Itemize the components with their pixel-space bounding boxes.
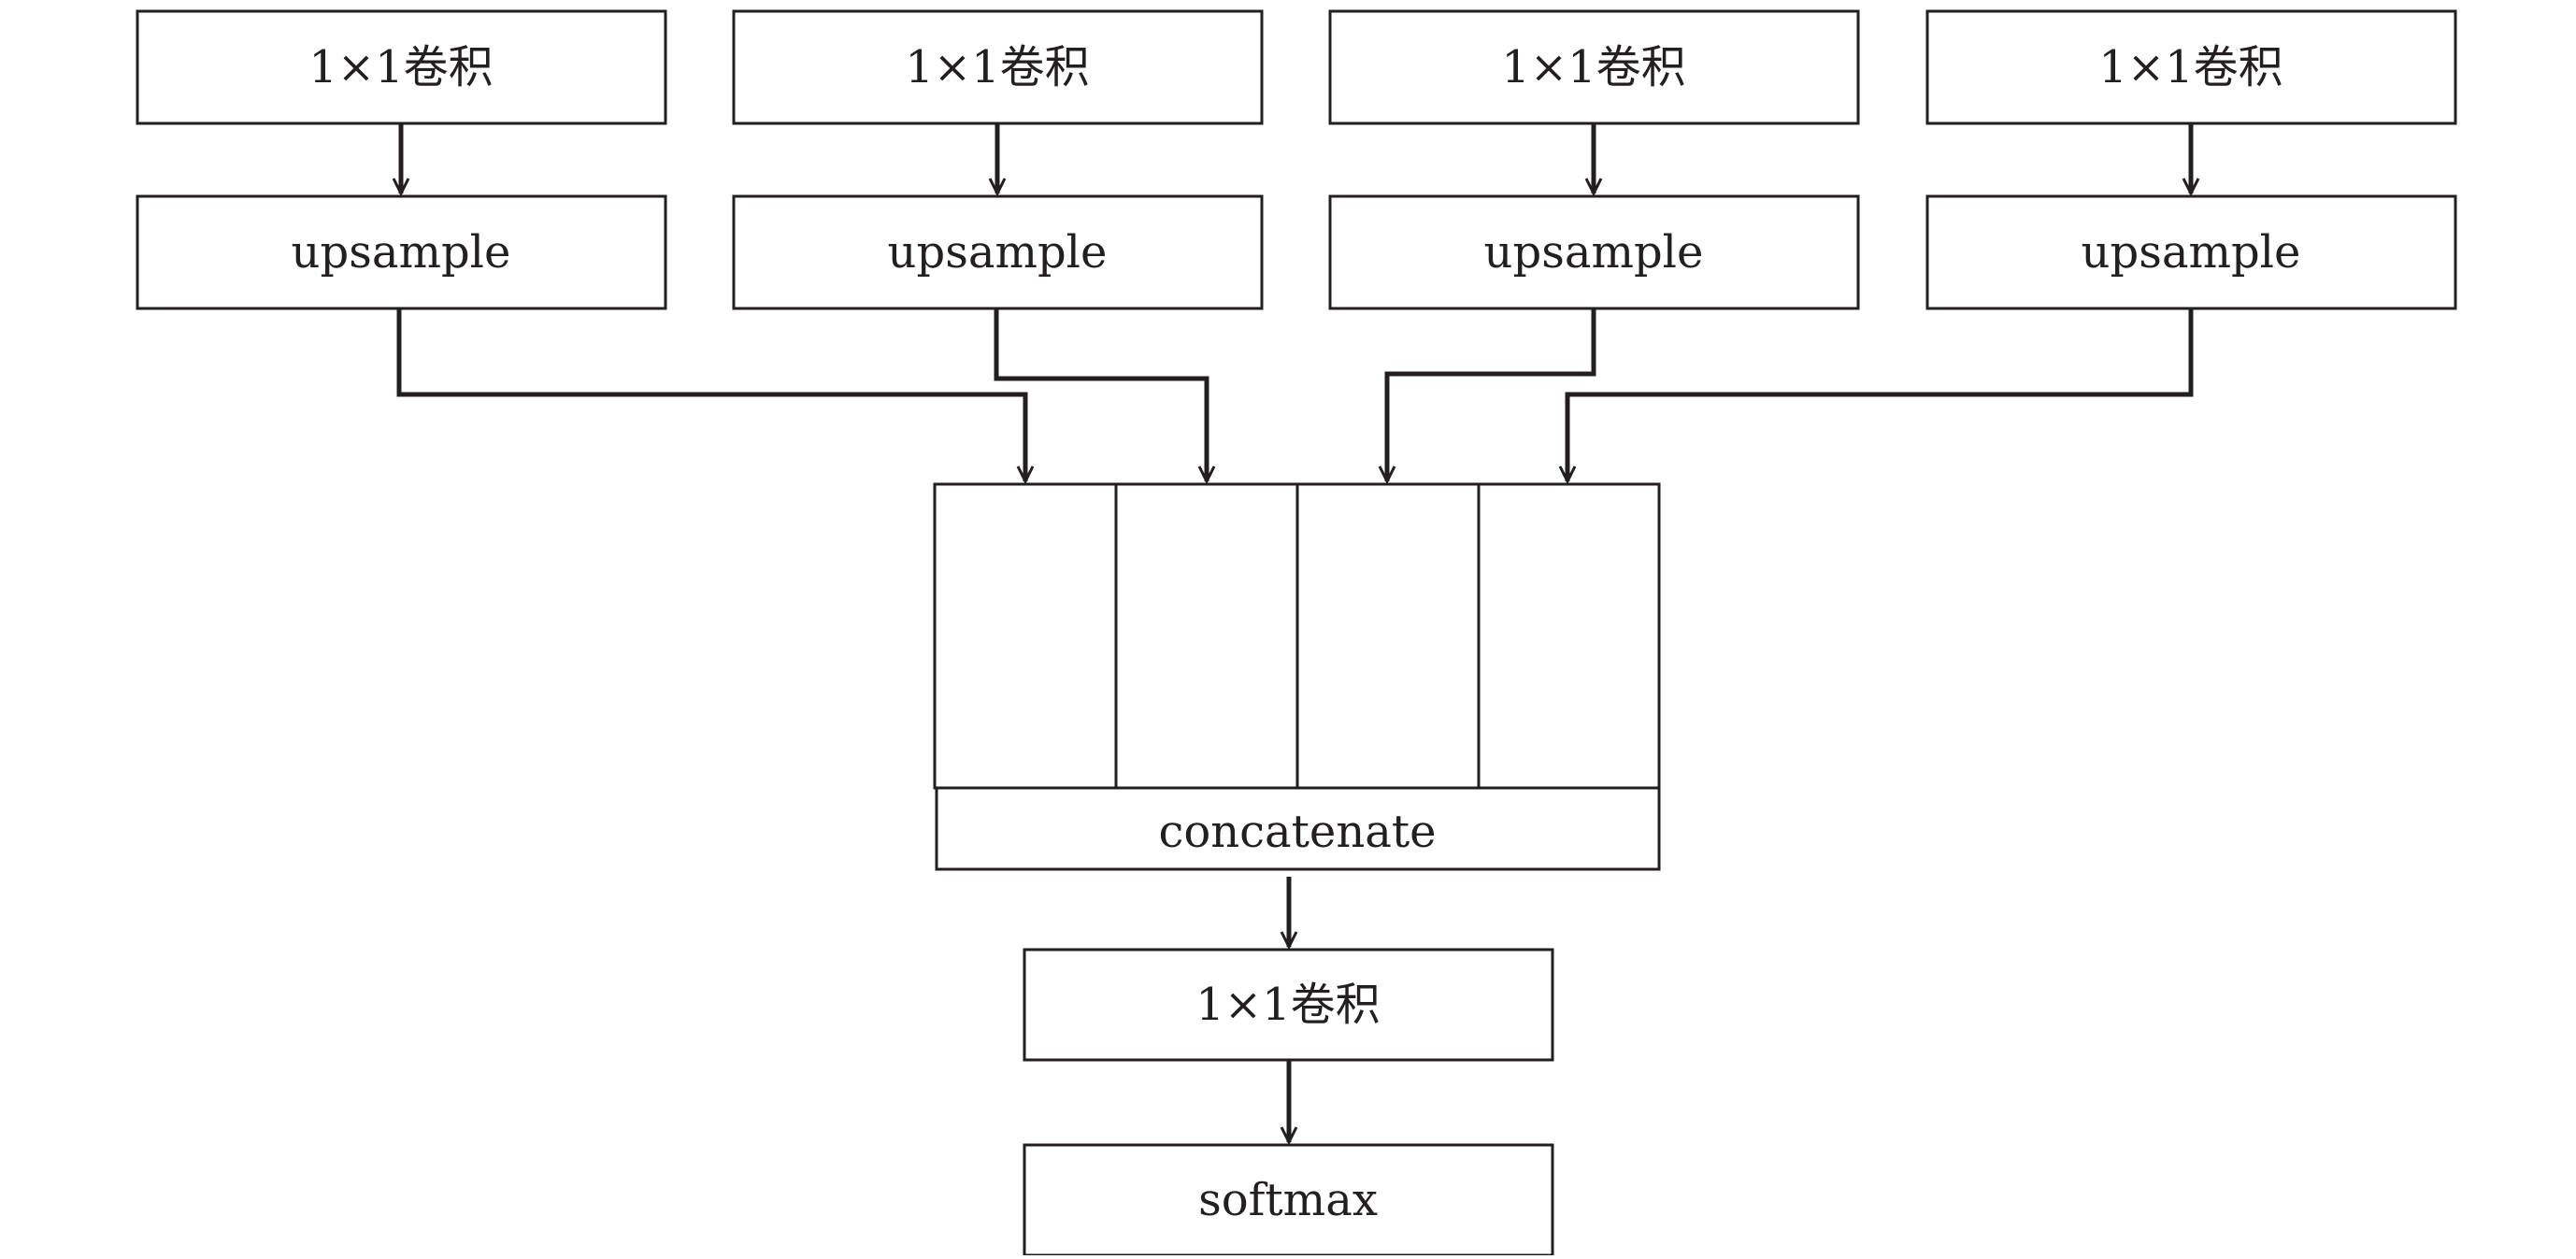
branch-2-conv-label: 1×1卷积 [905,41,1089,93]
branch-2-upsample-label: upsample [888,226,1108,279]
concat-label-box [935,786,1661,871]
softmax-label: softmax [1198,1174,1378,1226]
branch-2: 1×1卷积 upsample [732,9,1264,481]
branch-3-conv-label: 1×1卷积 [1501,41,1685,93]
branch-1-conv-label: 1×1卷积 [308,41,493,93]
concat-block: concatenate [933,482,1661,871]
branch-1-upsample-label: upsample [292,226,511,279]
branch-3-to-concat-connector [1387,308,1596,481]
concat-slot-1 [933,482,1118,790]
branch-4-conv-label: 1×1卷积 [2098,41,2283,93]
branch-4: 1×1卷积 upsample [1567,9,2457,481]
branch-1-to-concat-connector [396,308,1025,481]
concat-label: concatenate [1158,806,1436,858]
branch-4-upsample-label: upsample [2082,226,2301,279]
branch-2-to-concat-connector [994,308,1207,481]
concat-slot-4 [1477,482,1661,790]
concat-slot-2 [1114,482,1299,790]
branch-4-to-concat-connector [1567,308,2194,481]
branch-1: 1×1卷积 upsample [136,9,1025,481]
branch-3-upsample-label: upsample [1484,226,1704,279]
final-conv-label: 1×1卷积 [1195,979,1380,1031]
concat-slot-3 [1295,482,1481,790]
branch-3: 1×1卷积 upsample [1328,9,1860,481]
